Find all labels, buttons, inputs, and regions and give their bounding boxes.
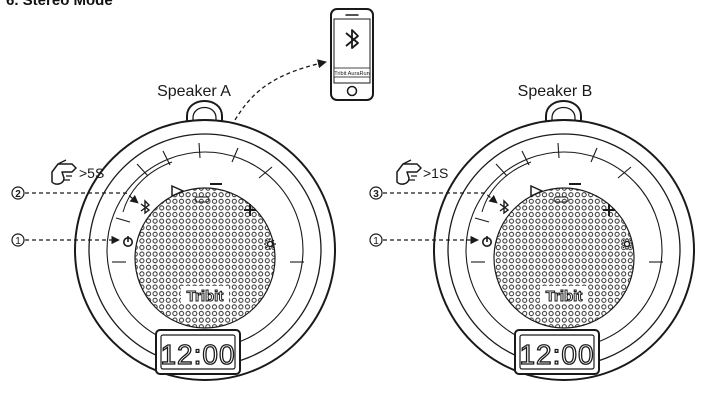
home-button [346, 85, 358, 97]
callout-power: 1 [11, 233, 120, 247]
play-pause-icon[interactable] [530, 184, 544, 198]
section-heading: 6. Stereo Mode [6, 0, 113, 9]
brand-logo: Tribit [546, 288, 583, 305]
callout-bluetooth: 2 [11, 186, 139, 204]
smartphone: Tribit AuraRun [330, 8, 374, 101]
speaker-label: Speaker B [518, 83, 593, 100]
speaker-grille [134, 187, 276, 329]
speaker-strap [186, 100, 223, 140]
clock-digits: 12:00 [160, 339, 235, 370]
svg-text:1: 1 [373, 236, 379, 247]
clock-digits: 12:00 [519, 339, 594, 370]
light-icon[interactable] [621, 238, 633, 250]
svg-text:1: 1 [15, 236, 21, 247]
press-hand-icon [396, 159, 422, 185]
bluetooth-icon[interactable] [140, 199, 151, 215]
bluetooth-icon[interactable] [499, 199, 510, 215]
app-name-label: Tribit AuraRun [334, 71, 370, 77]
plus-icon[interactable] [244, 204, 256, 216]
press-hand-icon [51, 159, 77, 185]
press-duration-label: >5S [79, 165, 104, 181]
speaker-b: Speaker B Tribit [369, 83, 695, 381]
power-icon[interactable] [123, 236, 134, 248]
bluetooth-icon [345, 29, 359, 49]
plus-icon[interactable] [603, 204, 615, 216]
callout-bluetooth: 3 [369, 186, 498, 204]
speaker-label: Speaker A [157, 83, 231, 100]
svg-text:3: 3 [373, 189, 379, 200]
play-pause-icon[interactable] [171, 184, 185, 198]
light-icon[interactable] [264, 238, 276, 250]
speaker-grille [493, 187, 635, 329]
callout-power: 1 [369, 233, 479, 247]
svg-text:2: 2 [15, 189, 21, 200]
bluetooth-connection-line [227, 59, 327, 133]
speaker-a: Speaker A Tribit [11, 83, 336, 381]
power-icon[interactable] [481, 236, 492, 248]
press-duration-label: >1S [423, 165, 448, 181]
speaker-strap [545, 100, 582, 140]
brand-logo: Tribit [187, 288, 224, 305]
